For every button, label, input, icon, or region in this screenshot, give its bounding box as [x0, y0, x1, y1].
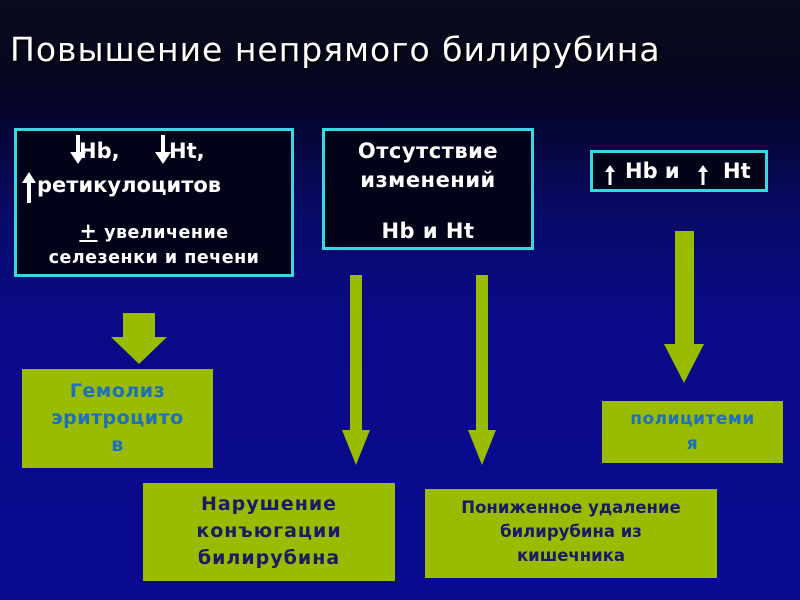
down-arrow-icon	[154, 135, 172, 170]
hemolysis-label: Гемолиз эритроцито в	[51, 380, 184, 456]
up-arrow-icon	[698, 165, 708, 189]
up-arrow-icon	[605, 165, 615, 189]
no-change-line2: изменений	[360, 168, 496, 192]
intestinal-label: Пониженное удаление билирубина из кишечн…	[461, 498, 681, 565]
arrow-to-hemolysis	[111, 313, 167, 364]
plus-minus-sign: +	[79, 219, 98, 243]
enlargement-label: увеличение	[104, 223, 229, 243]
arrow-to-conjugation	[342, 275, 370, 465]
info-box-decrease: Hb, Ht, ретикулоцитов + увеличение селез…	[14, 128, 294, 277]
box-line-enlargement: + увеличение	[17, 219, 291, 243]
reticulocytes-label: ретикулоцитов	[37, 173, 222, 197]
ht-label: Ht	[723, 159, 751, 183]
no-change-line1: Отсутствие	[357, 139, 499, 163]
polycythemia-label: полицитеми я	[630, 409, 755, 454]
ht-label: Ht,	[169, 139, 205, 163]
outcome-polycythemia: полицитеми я	[602, 401, 783, 463]
down-arrow-icon	[69, 135, 87, 170]
arrow-to-intestinal	[468, 275, 496, 465]
conjugation-label: Нарушение конъюгации билирубина	[196, 493, 342, 569]
no-change-line3: Hb и Ht	[381, 219, 475, 243]
outcome-conjugation: Нарушение конъюгации билирубина	[143, 483, 395, 581]
box-line-spleen-liver: селезенки и печени	[48, 248, 260, 268]
arrow-to-polycythemia	[664, 231, 704, 383]
outcome-intestinal: Пониженное удаление билирубина из кишечн…	[425, 489, 717, 578]
hb-label: Hb,	[79, 139, 120, 163]
info-box-increase: Hb и Ht	[590, 150, 768, 192]
hb-and-label: Hb и	[625, 159, 680, 183]
info-box-no-change: Отсутствие изменений Hb и Ht	[322, 128, 534, 250]
outcome-hemolysis: Гемолиз эритроцито в	[22, 369, 213, 468]
up-arrow-icon	[21, 171, 37, 208]
slide-title: Повышение непрямого билирубина	[10, 30, 661, 69]
